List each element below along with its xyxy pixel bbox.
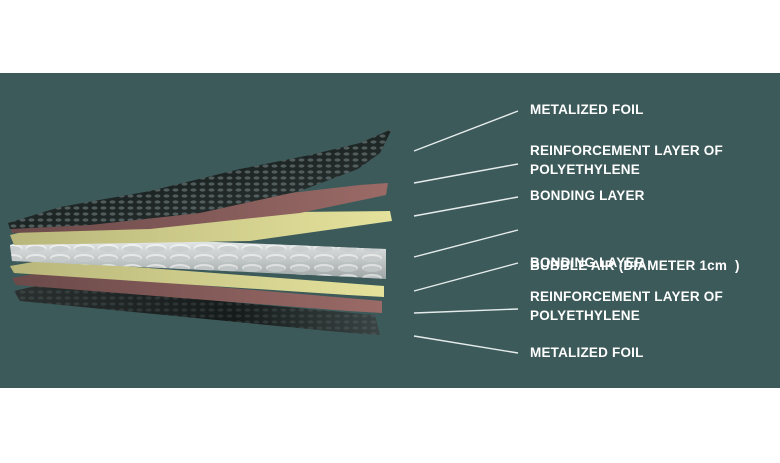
top-metalized-foil-sheet — [8, 129, 392, 229]
label-line: BUBBLE AIR (DIAMETER 1cm ) — [530, 258, 740, 273]
bubble-air-sheet — [10, 235, 386, 279]
label-line: BONDING LAYER — [530, 188, 645, 203]
leader-line-metalized-foil-top — [413, 110, 519, 152]
label-metalized-foil-bottom: METALIZED FOIL — [530, 343, 644, 362]
label-reinforcement-layer-bottom: REINFORCEMENT LAYER OF POLYETHYLENE — [530, 287, 723, 325]
label-line: REINFORCEMENT LAYER OF — [530, 289, 723, 304]
label-bonding-layer-top: BONDING LAYER — [530, 186, 645, 205]
label-line: REINFORCEMENT LAYER OF — [530, 143, 723, 158]
leader-line-bonding-top — [413, 196, 519, 217]
label-line: METALIZED FOIL — [530, 345, 644, 360]
label-metalized-foil-top: METALIZED FOIL — [530, 100, 644, 119]
label-bonding-layer-bottom: BONDING LAYER — [530, 253, 645, 272]
bottom-metalized-foil-sheet — [14, 285, 380, 335]
diagram-panel: METALIZED FOIL REINFORCEMENT LAYER OF PO… — [0, 73, 780, 388]
bottom-reinforcement-sheet — [12, 272, 382, 313]
leader-line-reinforcement-top — [413, 163, 519, 184]
leader-lines — [413, 110, 519, 354]
label-line: POLYETHYLENE — [530, 308, 640, 323]
label-line: BONDING LAYER — [530, 255, 645, 270]
label-bubble-air: BUBBLE AIR (DIAMETER 1cm ) — [530, 218, 740, 313]
label-line: METALIZED FOIL — [530, 102, 644, 117]
top-bonding-sheet — [10, 211, 392, 245]
layer-stack-illustration — [8, 110, 519, 354]
leader-line-metalized-foil-bottom — [413, 335, 519, 354]
leader-line-reinforcement-bottom — [413, 308, 519, 314]
label-line: POLYETHYLENE — [530, 162, 640, 177]
leader-line-bonding-bottom — [413, 262, 519, 292]
label-reinforcement-layer-top: REINFORCEMENT LAYER OF POLYETHYLENE — [530, 141, 723, 179]
bottom-bonding-sheet — [10, 260, 384, 297]
leader-line-bubble-air — [413, 229, 519, 258]
